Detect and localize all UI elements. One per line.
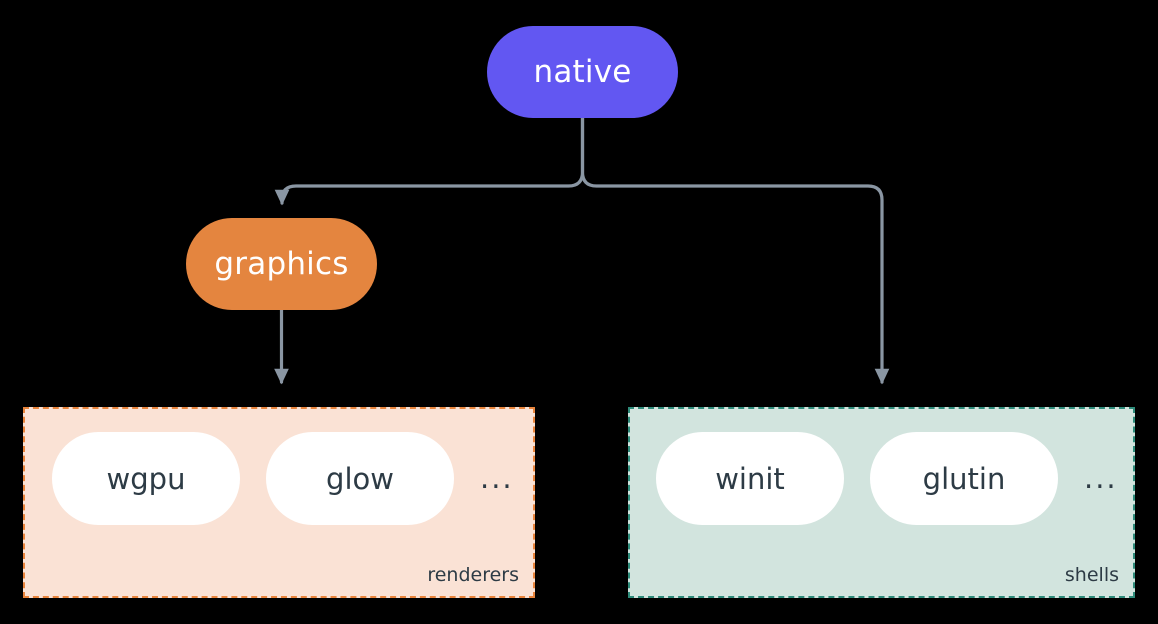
- node-graphics-label: graphics: [214, 246, 349, 282]
- group-renderers: wgpu glow ... renderers: [23, 407, 535, 598]
- edge-native-to-shells: [580, 116, 890, 385]
- group-renderers-label: renderers: [427, 564, 519, 586]
- edge-native-to-graphics: [274, 116, 585, 206]
- pill-glow-label: glow: [326, 461, 394, 496]
- renderers-overflow-ellipsis: ...: [480, 461, 514, 495]
- node-graphics[interactable]: graphics: [186, 218, 377, 310]
- pill-glutin-label: glutin: [922, 461, 1006, 496]
- node-native-label: native: [533, 54, 632, 90]
- pill-glow[interactable]: glow: [266, 432, 454, 525]
- pill-winit[interactable]: winit: [656, 432, 844, 525]
- pill-wgpu[interactable]: wgpu: [52, 432, 240, 525]
- group-shells-items: winit glutin ...: [630, 432, 1133, 525]
- pill-winit-label: winit: [715, 461, 785, 496]
- group-shells-label: shells: [1064, 564, 1119, 586]
- pill-wgpu-label: wgpu: [106, 461, 186, 496]
- group-renderers-items: wgpu glow ...: [25, 432, 533, 525]
- shells-overflow-ellipsis: ...: [1084, 461, 1118, 495]
- pill-glutin[interactable]: glutin: [870, 432, 1058, 525]
- group-shells: winit glutin ... shells: [628, 407, 1135, 598]
- node-native[interactable]: native: [487, 26, 678, 118]
